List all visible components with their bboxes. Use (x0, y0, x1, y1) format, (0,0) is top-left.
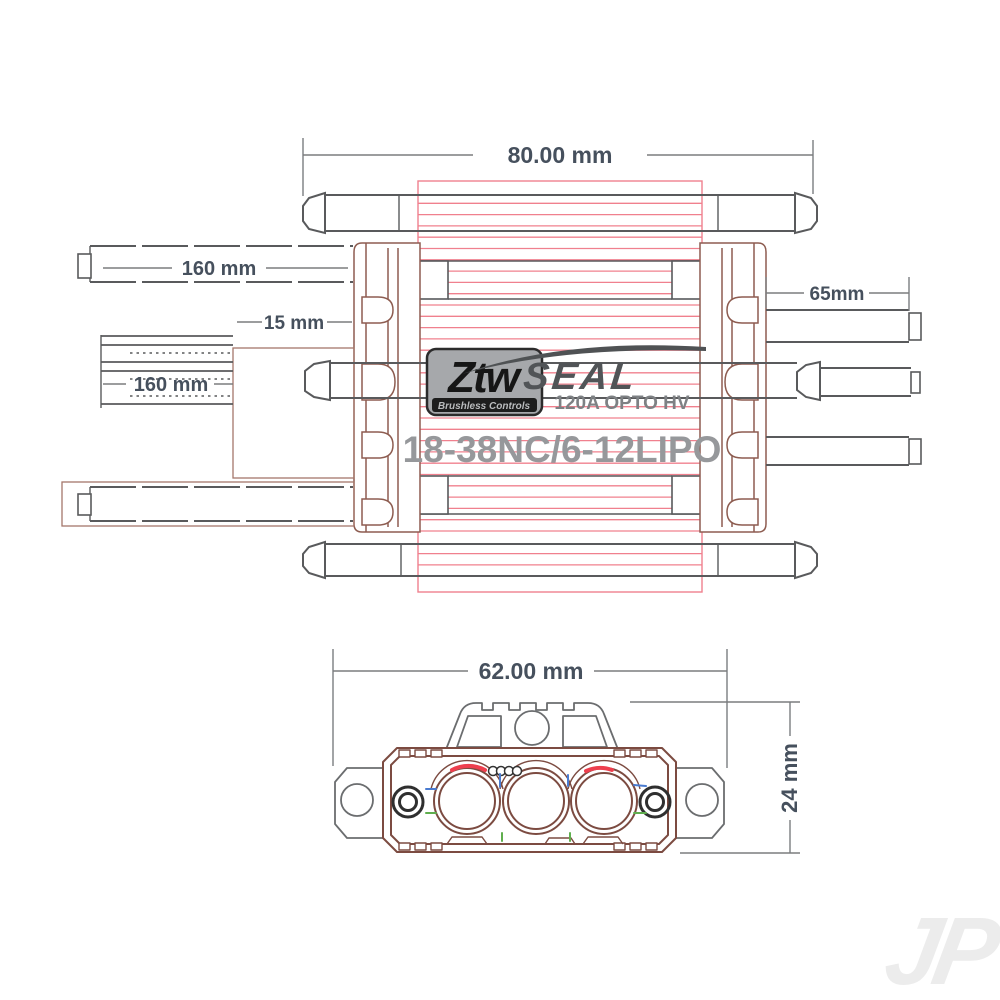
left-housing-outline (61, 347, 355, 527)
case-teeth (398, 749, 658, 851)
end-view-clamp (442, 702, 622, 758)
dimension-15mm: 15 mm (237, 313, 352, 334)
bullet-socket-right (638, 785, 672, 819)
jp-watermark: JP (877, 898, 1000, 1000)
capacitor (433, 767, 501, 835)
wire-marks (425, 763, 647, 842)
wire-end-cap (302, 191, 326, 235)
wire-end-cap (908, 312, 922, 341)
dim-80mm-label: 80.00 mm (508, 142, 613, 168)
wire-end-cap (77, 493, 92, 516)
bottom-wire (302, 540, 818, 580)
left-wire-bottom (77, 486, 353, 522)
dimension-62mm: 62.00 mm (332, 649, 728, 768)
dimension-24mm: 24 mm (630, 701, 802, 854)
wire-end-cap (794, 191, 818, 235)
left-flange (353, 242, 421, 533)
end-view-tabs (334, 767, 725, 839)
dim-160mm-top-label: 160 mm (182, 258, 257, 280)
clamp-hole (514, 710, 550, 746)
dim-24mm-label: 24 mm (777, 743, 802, 813)
screw-boss-bottom-left (417, 475, 449, 515)
model-label: 18-38NC/6-12LIPO (403, 429, 722, 470)
screw-boss-top-left (417, 260, 449, 300)
red-wire-mark (450, 763, 487, 772)
seal-swoosh (462, 345, 706, 374)
bullet-connector (796, 360, 821, 402)
wire-end-cap (794, 540, 818, 580)
capacitor (570, 767, 638, 835)
right-wire-bottom (766, 436, 922, 466)
dimension-80mm: 80.00 mm (302, 138, 814, 196)
bullet-connector (304, 359, 331, 402)
left-wire-bundle (100, 335, 233, 408)
wire-end-cap (77, 253, 92, 279)
dimension-160mm-bundle: 160 mm (103, 374, 233, 396)
bullet-sockets (391, 785, 672, 819)
ztw-logo-subtext: Brushless Controls (438, 401, 531, 412)
seal-logo-text: SEAL (522, 356, 640, 398)
mount-hole-right (685, 783, 719, 817)
case-inner-section (417, 260, 703, 515)
top-wire (302, 191, 818, 235)
dimension-65mm: 65mm (765, 277, 910, 311)
screw-boss-top-right (671, 260, 703, 300)
rating-label: 120A OPTO HV (554, 393, 689, 414)
left-wire-top (77, 245, 353, 283)
dim-160mm-bundle-label: 160 mm (134, 374, 209, 396)
wire-end-cap (910, 371, 921, 394)
right-wire-top (766, 309, 922, 343)
seal-logo: SEAL 120A OPTO HV (462, 345, 706, 414)
red-wire-mark (584, 765, 614, 773)
vent-holes (487, 765, 523, 777)
wire-end-cap (302, 540, 326, 580)
bullet-socket-left (391, 785, 425, 819)
wire-end-cap (908, 438, 922, 465)
dimension-160mm-top: 160 mm (103, 258, 348, 280)
ztw-logo: Ztw Brushless Controls (425, 347, 544, 417)
dim-65mm-label: 65mm (810, 284, 865, 305)
dim-15mm-label: 15 mm (264, 313, 324, 334)
capacitor (502, 767, 570, 835)
middle-wire (304, 359, 921, 402)
capacitors (430, 759, 641, 835)
mount-hole-left (340, 783, 374, 817)
right-flange (699, 242, 767, 533)
screw-boss-bottom-right (671, 475, 703, 515)
blue-wire-mark (633, 784, 647, 787)
dim-62mm-label: 62.00 mm (479, 658, 584, 684)
